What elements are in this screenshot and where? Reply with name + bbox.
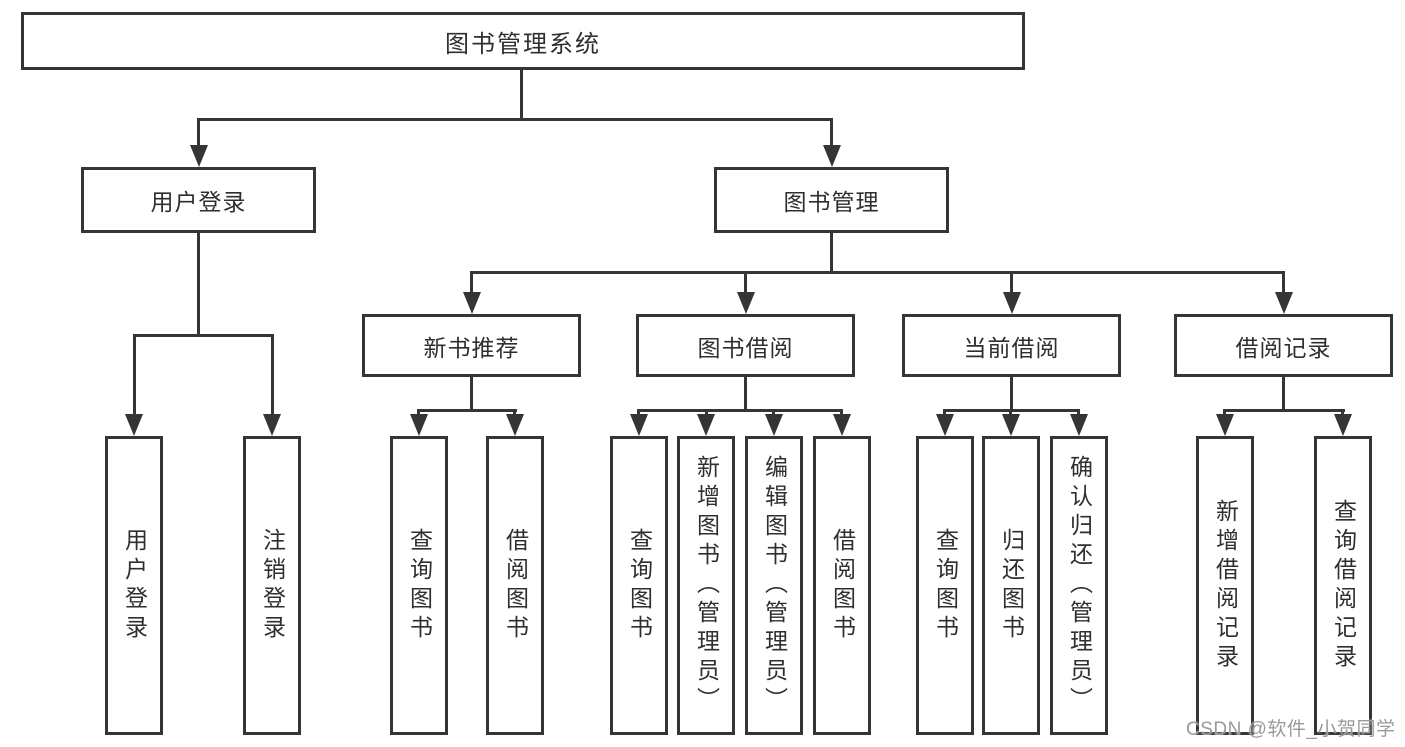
arrowhead-down-icon (410, 414, 428, 436)
node-bb-add-books-admin-label: 新增图书（管理员） (693, 455, 720, 716)
node-bb-query-books: 查询图书 (610, 436, 668, 735)
node-current-borrow-label: 当前借阅 (963, 334, 1060, 361)
node-cb-confirm-return-admin: 确认归还（管理员） (1050, 436, 1108, 735)
node-bb-borrow-books-label: 借阅图书 (829, 527, 856, 644)
connector-hline (944, 409, 1080, 412)
connector-vline (840, 409, 843, 417)
node-bb-query-books-label: 查询图书 (626, 527, 653, 644)
node-root-label: 图书管理系统 (445, 30, 601, 58)
node-cb-return-books-label: 归还图书 (998, 527, 1025, 644)
arrowhead-down-icon (506, 414, 524, 436)
node-borrow-records-label: 借阅记录 (1235, 334, 1332, 361)
node-nb-borrow-books-label: 借阅图书 (502, 527, 529, 644)
connector-vline (1341, 409, 1344, 417)
node-book-management-label: 图书管理 (783, 189, 880, 215)
connector-hline (197, 118, 833, 121)
node-user-login-module: 用户登录 (81, 167, 316, 233)
connector-vline (470, 271, 473, 293)
connector-vline (830, 118, 833, 147)
connector-vline (943, 409, 946, 417)
connector-vline (513, 409, 516, 417)
arrowhead-down-icon (630, 414, 648, 436)
arrowhead-down-icon (833, 414, 851, 436)
node-bb-add-books-admin: 新增图书（管理员） (677, 436, 735, 735)
arrowhead-down-icon (263, 414, 281, 436)
connector-vline (1010, 377, 1013, 412)
arrowhead-down-icon (737, 292, 755, 314)
node-cb-query-books-label: 查询图书 (932, 527, 959, 644)
connector-hline (417, 409, 517, 412)
arrowhead-down-icon (1275, 292, 1293, 314)
node-user-login-module-label: 用户登录 (150, 189, 247, 215)
connector-hline (1224, 409, 1345, 412)
arrowhead-down-icon (936, 414, 954, 436)
connector-vline (1010, 271, 1013, 293)
arrowhead-down-icon (463, 292, 481, 314)
node-logout: 注销登录 (243, 436, 301, 735)
connector-hline (133, 334, 274, 337)
connector-vline (417, 409, 420, 417)
node-root: 图书管理系统 (21, 12, 1025, 70)
connector-vline (744, 271, 747, 293)
node-new-book-recommend-label: 新书推荐 (423, 334, 520, 361)
node-book-borrow: 图书借阅 (636, 314, 855, 377)
node-book-management: 图书管理 (714, 167, 949, 233)
node-borrow-records: 借阅记录 (1174, 314, 1393, 377)
arrowhead-down-icon (697, 414, 715, 436)
connector-hline (638, 409, 843, 412)
node-br-add-record-label: 新增借阅记录 (1212, 498, 1239, 673)
connector-vline (1282, 271, 1285, 293)
connector-vline (1282, 377, 1285, 412)
connector-vline (1077, 409, 1080, 417)
arrowhead-down-icon (823, 145, 841, 167)
connector-vline (197, 233, 200, 337)
node-logout-label: 注销登录 (259, 527, 286, 644)
node-nb-query-books: 查询图书 (390, 436, 448, 735)
node-br-query-record-label: 查询借阅记录 (1330, 498, 1357, 673)
node-cb-confirm-return-admin-label: 确认归还（管理员） (1066, 455, 1093, 716)
node-current-borrow: 当前借阅 (902, 314, 1121, 377)
arrowhead-down-icon (1070, 414, 1088, 436)
connector-vline (520, 70, 523, 121)
node-br-query-record: 查询借阅记录 (1314, 436, 1372, 735)
connector-vline (830, 233, 833, 274)
connector-vline (197, 118, 200, 147)
arrowhead-down-icon (1002, 414, 1020, 436)
arrowhead-down-icon (765, 414, 783, 436)
arrowhead-down-icon (125, 414, 143, 436)
node-bb-edit-books-admin: 编辑图书（管理员） (745, 436, 803, 735)
node-login-label: 用户登录 (121, 527, 148, 644)
arrowhead-down-icon (1003, 292, 1021, 314)
connector-vline (1223, 409, 1226, 417)
node-br-add-record: 新增借阅记录 (1196, 436, 1254, 735)
connector-vline (637, 409, 640, 417)
connector-vline (271, 334, 274, 416)
node-cb-query-books: 查询图书 (916, 436, 974, 735)
node-new-book-recommend: 新书推荐 (362, 314, 581, 377)
connector-vline (470, 377, 473, 412)
node-bb-edit-books-admin-label: 编辑图书（管理员） (761, 455, 788, 716)
node-login: 用户登录 (105, 436, 163, 735)
connector-vline (772, 409, 775, 417)
connector-vline (705, 409, 708, 417)
arrowhead-down-icon (1334, 414, 1352, 436)
node-bb-borrow-books: 借阅图书 (813, 436, 871, 735)
arrowhead-down-icon (190, 145, 208, 167)
watermark: CSDN @软件_小贺同学 (1186, 719, 1396, 740)
node-cb-return-books: 归还图书 (982, 436, 1040, 735)
node-book-borrow-label: 图书借阅 (697, 334, 794, 361)
connector-hline (470, 271, 1285, 274)
connector-vline (1009, 409, 1012, 417)
node-nb-query-books-label: 查询图书 (406, 527, 433, 644)
connector-vline (133, 334, 136, 416)
connector-vline (744, 377, 747, 412)
node-nb-borrow-books: 借阅图书 (486, 436, 544, 735)
arrowhead-down-icon (1216, 414, 1234, 436)
